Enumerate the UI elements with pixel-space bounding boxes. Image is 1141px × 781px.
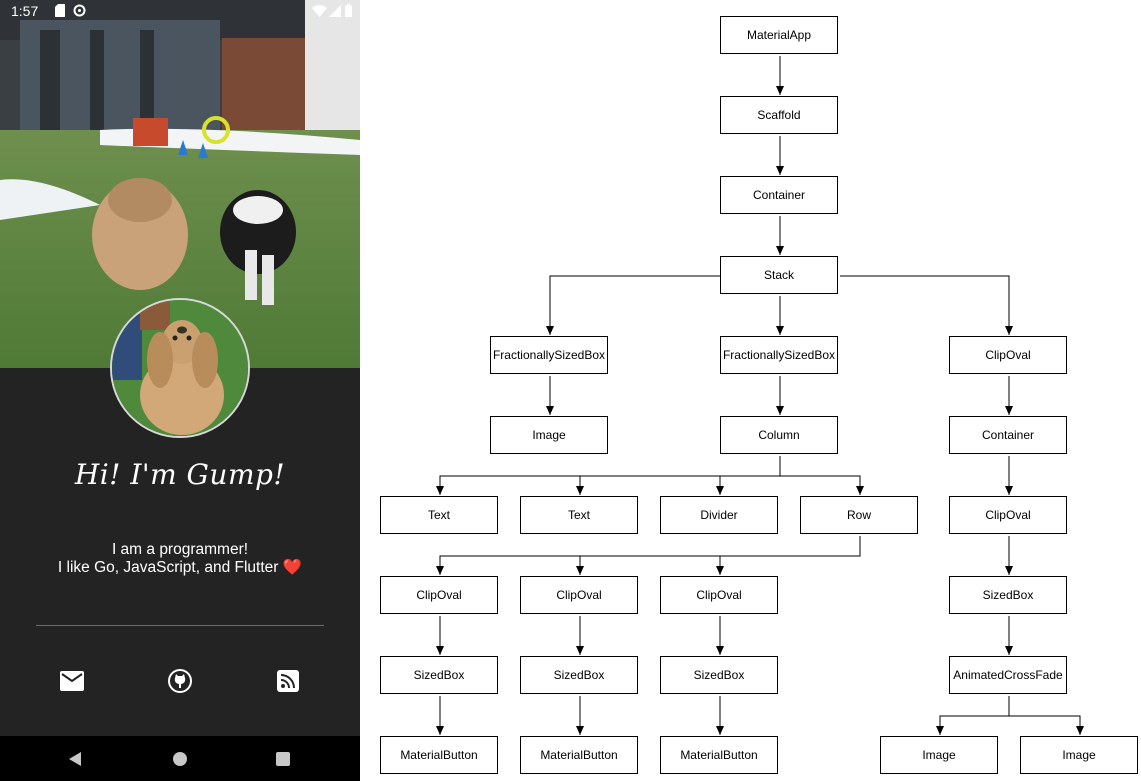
wifi-icon (312, 4, 327, 20)
home-icon (173, 752, 187, 766)
signal-icon (329, 4, 341, 20)
node-scaffold: Scaffold (720, 96, 838, 134)
node-container-right: Container (949, 416, 1067, 454)
node-clipoval-right: ClipOval (949, 336, 1067, 374)
heart-icon: ❤️ (282, 559, 303, 576)
recents-button[interactable] (272, 748, 294, 770)
navigation-bar (0, 736, 360, 781)
node-stack: Stack (720, 256, 838, 294)
node-text-2: Text (520, 496, 638, 534)
back-button[interactable] (64, 748, 86, 770)
rss-button[interactable] (273, 666, 303, 696)
node-materialbutton-b: MaterialButton (520, 736, 638, 774)
mail-icon (60, 671, 84, 691)
node-clipoval-a: ClipOval (380, 576, 498, 614)
status-bar: 1:57 (0, 0, 360, 22)
bio-text: I am a programmer! I like Go, JavaScript… (0, 541, 360, 577)
node-container: Container (720, 176, 838, 214)
node-clipoval-right-2: ClipOval (949, 496, 1067, 534)
github-icon (168, 669, 192, 693)
node-sizedbox-right: SizedBox (949, 576, 1067, 614)
widget-tree-diagram: MaterialApp Scaffold Container Stack Fra… (360, 0, 1141, 781)
phone-screen: 1:57 Hi! I'm Gump! (0, 0, 360, 781)
node-materialbutton-a: MaterialButton (380, 736, 498, 774)
data-saver-icon (73, 4, 86, 20)
node-image-1: Image (490, 416, 608, 454)
status-time: 1:57 (11, 3, 39, 19)
node-divider: Divider (660, 496, 778, 534)
node-text-1: Text (380, 496, 498, 534)
recents-icon (276, 752, 290, 766)
back-icon (69, 752, 81, 766)
node-materialbutton-c: MaterialButton (660, 736, 778, 774)
greeting-title: Hi! I'm Gump! (74, 458, 286, 491)
node-sizedbox-a: SizedBox (380, 656, 498, 694)
bio-line-2: I like Go, JavaScript, and Flutter ❤️ (57, 559, 303, 576)
mail-button[interactable] (57, 666, 87, 696)
github-button[interactable] (165, 666, 195, 696)
node-animatedcrossfade: AnimatedCrossFade (949, 656, 1067, 694)
node-fractionallysizedbox-1: FractionallySizedBox (490, 336, 608, 374)
diagram-connectors (436, 56, 1084, 735)
node-image-right-2: Image (1020, 736, 1138, 774)
node-fractionallysizedbox-2: FractionallySizedBox (720, 336, 838, 374)
node-sizedbox-c: SizedBox (660, 656, 778, 694)
node-materialapp: MaterialApp (720, 16, 838, 54)
node-sizedbox-b: SizedBox (520, 656, 638, 694)
bio-line-1: I am a programmer! (111, 541, 249, 558)
rss-icon (277, 670, 299, 692)
node-image-right-1: Image (880, 736, 998, 774)
node-clipoval-c: ClipOval (660, 576, 778, 614)
battery-icon (345, 4, 352, 20)
home-button[interactable] (169, 748, 191, 770)
divider (36, 625, 324, 626)
avatar (110, 298, 250, 438)
sd-card-icon (55, 4, 65, 20)
node-column: Column (720, 416, 838, 454)
node-clipoval-b: ClipOval (520, 576, 638, 614)
node-row: Row (800, 496, 918, 534)
